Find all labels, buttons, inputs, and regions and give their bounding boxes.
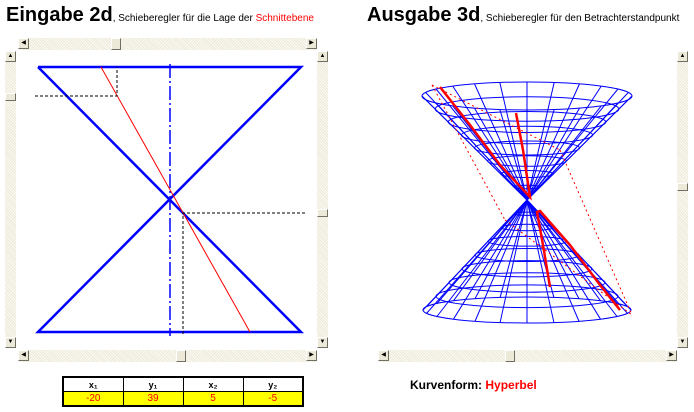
scroll-up-arrow-icon[interactable]: ▲	[317, 51, 328, 62]
scroll-left-arrow-icon[interactable]: ◀	[18, 350, 29, 361]
scroll-down-arrow-icon[interactable]: ▼	[317, 337, 328, 348]
scroll-right-arrow-icon[interactable]: ▶	[666, 350, 677, 361]
cone-generator	[526, 99, 629, 201]
scroll-up-arrow-icon[interactable]: ▲	[5, 51, 16, 62]
view-vertical-slider[interactable]: ▲ ▼	[677, 51, 688, 348]
cone-generator	[526, 199, 601, 302]
cone-outline	[34, 65, 305, 334]
cone-generator	[526, 109, 555, 201]
header-x1: x₁	[62, 376, 124, 392]
cone-generator	[526, 88, 619, 201]
cone-generator	[474, 199, 528, 299]
slider-thumb[interactable]	[317, 209, 328, 217]
curve-value: Hyperbel	[485, 378, 537, 392]
cone-generator	[499, 199, 528, 298]
cone-generator	[426, 199, 528, 307]
output-3d-heading: Ausgabe 3d, Schieberegler für den Betrac…	[367, 4, 679, 27]
cone-generator	[435, 88, 528, 201]
scroll-right-arrow-icon[interactable]: ▶	[306, 350, 317, 361]
cone-3d-view	[421, 81, 633, 324]
slider-thumb[interactable]	[677, 183, 688, 191]
hyperbola-branch-bottom	[535, 209, 621, 311]
cone-generator	[499, 109, 528, 201]
cone-generator	[453, 199, 528, 320]
value-y1: 39	[122, 391, 184, 407]
curve-label: Kurvenform:	[410, 378, 483, 392]
cone-2d-section	[34, 64, 305, 336]
hyperbola-branch-top	[439, 86, 532, 201]
cone-generator	[421, 95, 528, 201]
guide-line-1	[35, 67, 118, 97]
cone-generator	[474, 199, 528, 322]
cone-generator	[526, 199, 580, 322]
plane-edge	[559, 149, 633, 316]
cone-generator	[526, 82, 555, 201]
hyperbola-curves	[431, 84, 633, 316]
plane-edge	[504, 219, 633, 316]
view-horizontal-slider[interactable]: ◀ ▶	[378, 350, 677, 362]
cone-generator	[453, 199, 528, 302]
heading-text: Eingabe 2d	[6, 4, 113, 26]
value-y2: -5	[242, 391, 304, 407]
cone-generator	[526, 83, 580, 201]
cone-generator	[526, 85, 602, 201]
top-horizontal-slider[interactable]: ◀ ▶	[18, 38, 317, 50]
cutting-plane-line	[100, 66, 251, 333]
header-y2: y₂	[242, 376, 304, 392]
scroll-left-arrow-icon[interactable]: ◀	[18, 38, 29, 49]
plane-edge	[431, 84, 561, 151]
cone-generator	[526, 199, 555, 323]
curve-type: Kurvenform: Hyperbel	[410, 378, 537, 392]
left-vertical-slider[interactable]: ▲ ▼	[5, 51, 16, 348]
plane-edge	[431, 84, 506, 221]
scroll-up-arrow-icon[interactable]: ▲	[677, 51, 688, 62]
header-x2: x₂	[182, 376, 244, 392]
cone-generator	[425, 92, 528, 201]
cone-generator	[526, 92, 629, 201]
slider-thumb[interactable]	[5, 93, 16, 101]
scroll-down-arrow-icon[interactable]: ▼	[5, 337, 16, 348]
slider-thumb[interactable]	[111, 38, 121, 50]
cone-generator	[499, 199, 528, 323]
value-x2: 5	[182, 391, 244, 407]
subtitle: , Schieberegler für den Betrachterstandp…	[480, 13, 680, 24]
slider-thumb[interactable]	[176, 350, 186, 362]
subtitle-highlight: Schnittebene	[255, 13, 314, 24]
cone-generator	[526, 199, 618, 317]
subtitle: , Schieberegler für die Lage der	[112, 13, 256, 24]
coordinates-table: x₁ y₁ x₂ y₂ -20 39 5 -5	[62, 376, 304, 407]
cone-generator	[436, 199, 528, 304]
input-2d-heading: Eingabe 2d, Schieberegler für die Lage d…	[6, 4, 314, 27]
header-y1: y₁	[122, 376, 184, 392]
right-vertical-slider[interactable]: ▲ ▼	[317, 51, 328, 348]
cone-generator	[526, 107, 580, 201]
value-x1: -20	[62, 391, 124, 407]
guide-line-2	[182, 212, 305, 335]
heading-text: Ausgabe 3d	[367, 4, 481, 26]
scroll-right-arrow-icon[interactable]: ▶	[306, 38, 317, 49]
slider-thumb[interactable]	[505, 350, 515, 362]
cone-generator	[474, 83, 528, 201]
scroll-left-arrow-icon[interactable]: ◀	[378, 350, 389, 361]
scroll-down-arrow-icon[interactable]: ▼	[677, 337, 688, 348]
cone-generator	[436, 199, 528, 317]
cone-generator	[499, 82, 528, 201]
cone-generator	[526, 199, 580, 299]
bottom-horizontal-slider[interactable]: ◀ ▶	[18, 350, 317, 362]
